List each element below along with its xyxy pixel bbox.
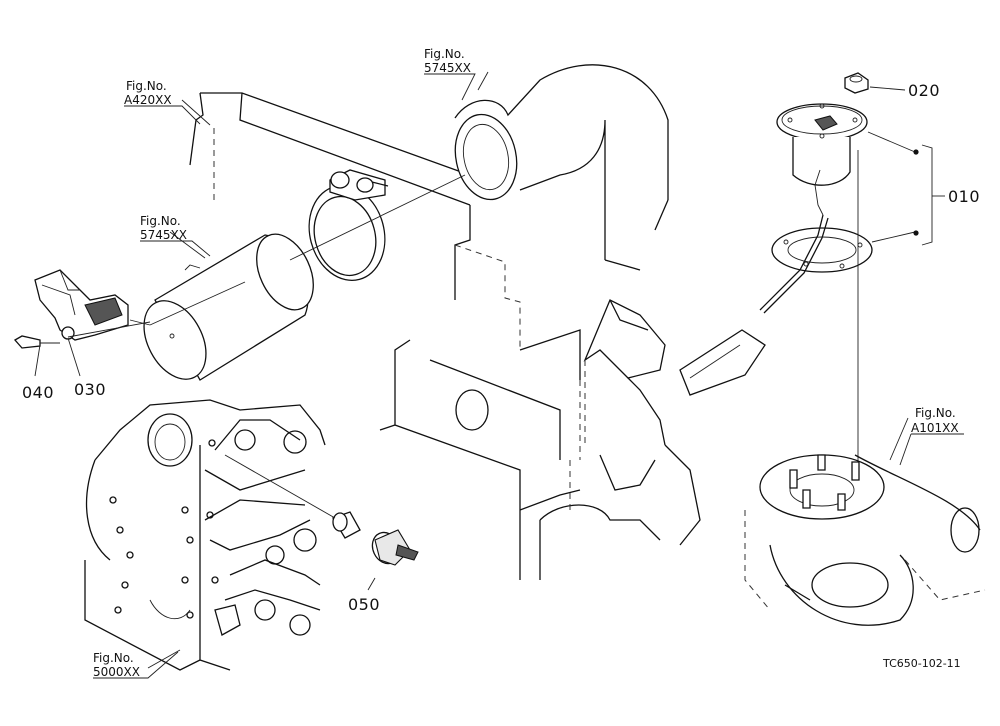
part-label-020: 020	[908, 81, 940, 100]
fig-ref-5745-left: Fig.No. 5745XX	[140, 214, 211, 257]
part-label-030: 030	[74, 380, 106, 399]
fig-ref-code: 5745XX	[424, 61, 471, 75]
fig-ref-5000: Fig.No. 5000XX	[93, 651, 179, 679]
engine-block	[84, 399, 326, 671]
fig-ref-line1: Fig.No.	[424, 47, 465, 61]
fig-ref-line1: Fig.No.	[126, 79, 167, 93]
fig-ref-line1: Fig.No.	[140, 214, 181, 228]
part-label-040: 040	[22, 383, 54, 402]
fig-ref-code: A420XX	[124, 93, 172, 107]
fuel-level-sender	[679, 103, 873, 470]
fig-ref-a101: Fig.No. A101XX	[899, 406, 964, 466]
drawing-code: TC650-102-11	[882, 657, 961, 670]
leader-lines	[34, 71, 945, 669]
transmission-case	[189, 92, 701, 580]
part-label-050: 050	[348, 595, 380, 614]
fuel-tank	[744, 454, 986, 626]
air-cleaner-element	[143, 233, 314, 381]
nut-020	[844, 72, 869, 94]
hose-clamp	[308, 169, 389, 281]
fig-ref-line1: Fig.No.	[915, 406, 956, 420]
fig-ref-code: 5000XX	[93, 665, 140, 679]
pressure-sensor	[13, 269, 151, 349]
oil-pressure-switch	[224, 454, 419, 566]
intake-pipe-elbow	[454, 64, 669, 271]
fig-ref-code: 5745XX	[140, 228, 187, 242]
fig-ref-a420: Fig.No. A420XX	[124, 79, 201, 125]
part-label-010: 010	[948, 187, 980, 206]
fig-ref-5745-top: Fig.No. 5745XX	[424, 47, 476, 101]
fig-ref-line1: Fig.No.	[93, 651, 134, 665]
fig-ref-code: A101XX	[911, 421, 959, 435]
